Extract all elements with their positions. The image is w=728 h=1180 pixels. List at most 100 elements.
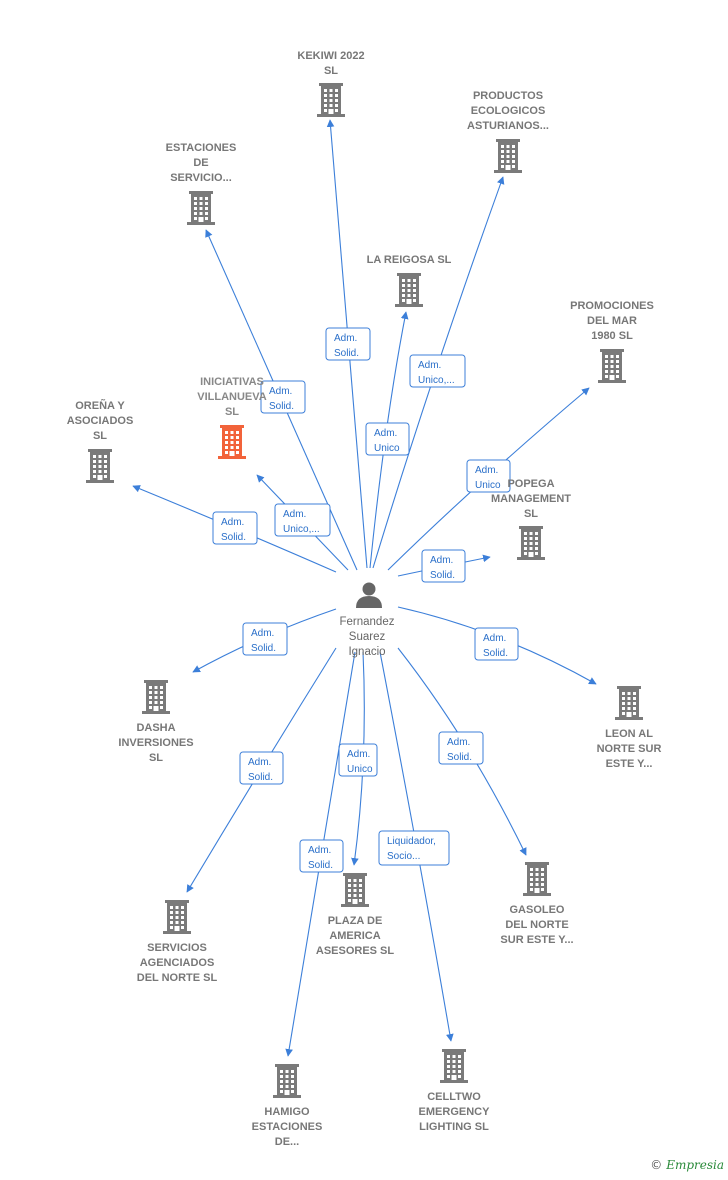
building-icon [86, 449, 114, 483]
edge-label-gasoleo[interactable]: Adm.Solid. [438, 731, 484, 765]
edge-label-box [421, 549, 466, 583]
edge-label-promociones[interactable]: Adm.Unico [466, 459, 511, 493]
edge-reigosa: Adm. Unico [365, 311, 410, 569]
edge-label-text: Unico [374, 443, 400, 454]
edge-label-hamigo[interactable]: Adm.Solid. [299, 839, 344, 873]
company-node-reigosa[interactable]: LA REIGOSA SL [367, 254, 452, 307]
building-icon [218, 425, 246, 459]
building-icon [523, 862, 551, 896]
building-icon [163, 900, 191, 934]
copyright-symbol: © [650, 1158, 663, 1172]
company-label: INVERSIONES [118, 737, 193, 749]
edge-label-orena[interactable]: Adm. Solid. [212, 511, 258, 545]
company-label: EMERGENCY [419, 1106, 491, 1118]
edge-label-text: Adm. [483, 633, 506, 644]
company-label: PRODUCTOS [473, 90, 543, 102]
building-icon [273, 1064, 301, 1098]
company-label: KEKIWI 2022 [297, 50, 364, 62]
building-icon [517, 526, 545, 560]
edge-label-celltwo[interactable]: Liquidador, Socio... [378, 830, 450, 866]
edge-label-box [299, 839, 344, 873]
edge-label-text: Unico,... [283, 524, 320, 535]
person-name: Suarez [349, 631, 386, 643]
edge-promociones: Adm.Unico [387, 387, 590, 571]
company-label: SL [324, 65, 338, 77]
person-icon [356, 582, 382, 608]
edges-layer: Adm. Solid. Adm. Unico,... Adm. Solid. Adm. Uni… [132, 119, 597, 1057]
building-icon [598, 349, 626, 383]
edge-label-box [239, 751, 284, 785]
edge-label-dasha[interactable]: Adm.Solid. [242, 622, 288, 656]
building-icon [142, 680, 170, 714]
edge-label-box [466, 459, 511, 493]
edge-productos: Adm. Unico,... [372, 176, 505, 569]
edge-label-text: Adm. [221, 517, 244, 528]
edge-label-box [338, 743, 378, 777]
building-icon [494, 139, 522, 173]
edge-label-text: Solid. [221, 532, 246, 543]
company-node-estaciones[interactable]: ESTACIONESDESERVICIO... [166, 142, 237, 225]
edge-label-text: Solid. [248, 772, 273, 783]
edge-label-iniciativas[interactable]: Adm.Unico,... [274, 503, 331, 537]
edge-label-text: Liquidador, [387, 836, 436, 847]
company-label: SL [524, 508, 538, 520]
company-label: DEL MAR [587, 315, 637, 327]
edge-label-kekiwi[interactable]: Adm.Solid. [325, 327, 371, 361]
person-name: Fernandez [340, 616, 395, 628]
company-label: DE... [275, 1136, 299, 1148]
edge-celltwo: Liquidador, Socio... [378, 651, 454, 1042]
brand-logo: Empresia [666, 1158, 724, 1172]
edge-label-reigosa[interactable]: Adm. Unico [365, 422, 410, 456]
edge-popega: Adm.Solid. [397, 549, 491, 583]
company-label: DEL NORTE SL [137, 972, 218, 984]
edge-line-kekiwi [326, 119, 368, 569]
edge-label-estaciones[interactable]: Adm.Solid. [260, 380, 306, 414]
edge-label-text: Socio... [387, 851, 420, 862]
person-name: Ignacio [348, 646, 385, 658]
edge-label-text: Adm. [374, 428, 397, 439]
edge-label-plaza[interactable]: Adm.Unico [338, 743, 378, 777]
building-icon [615, 686, 643, 720]
company-label: LIGHTING SL [419, 1121, 489, 1133]
company-label: ECOLOGICOS [471, 105, 546, 117]
edge-label-text: Solid. [251, 643, 276, 654]
edge-label-text: Unico [347, 764, 373, 775]
edge-label-box [260, 380, 306, 414]
company-label: SUR ESTE Y... [500, 934, 573, 946]
company-label: GASOLEO [509, 904, 564, 916]
edge-label-box [474, 627, 519, 661]
company-node-hamigo[interactable]: HAMIGOESTACIONESDE... [252, 1064, 323, 1148]
edge-label-servicios[interactable]: Adm. Solid. [239, 751, 284, 785]
edge-label-text: Adm. [418, 360, 441, 371]
company-label: VILLANUEVA [197, 391, 267, 403]
edge-label-text: Adm. [447, 737, 470, 748]
company-label: INICIATIVAS [200, 376, 264, 388]
building-icon [317, 83, 345, 117]
edge-label-text: Adm. [248, 757, 271, 768]
company-node-productos[interactable]: PRODUCTOSECOLOGICOSASTURIANOS... [467, 90, 549, 173]
edge-label-popega[interactable]: Adm.Solid. [421, 549, 466, 583]
building-icon [187, 191, 215, 225]
edge-label-leon[interactable]: Adm.Solid. [474, 627, 519, 661]
company-label: SERVICIO... [170, 172, 232, 184]
edge-kekiwi: Adm.Solid. [325, 119, 371, 569]
edge-label-box [242, 622, 288, 656]
footer-brand: ©Empresia [650, 1158, 724, 1172]
edge-label-productos[interactable]: Adm. Unico,... [409, 354, 466, 388]
building-icon [395, 273, 423, 307]
edge-label-text: Unico,... [418, 375, 455, 386]
edge-iniciativas: Adm.Unico,... [256, 474, 349, 571]
